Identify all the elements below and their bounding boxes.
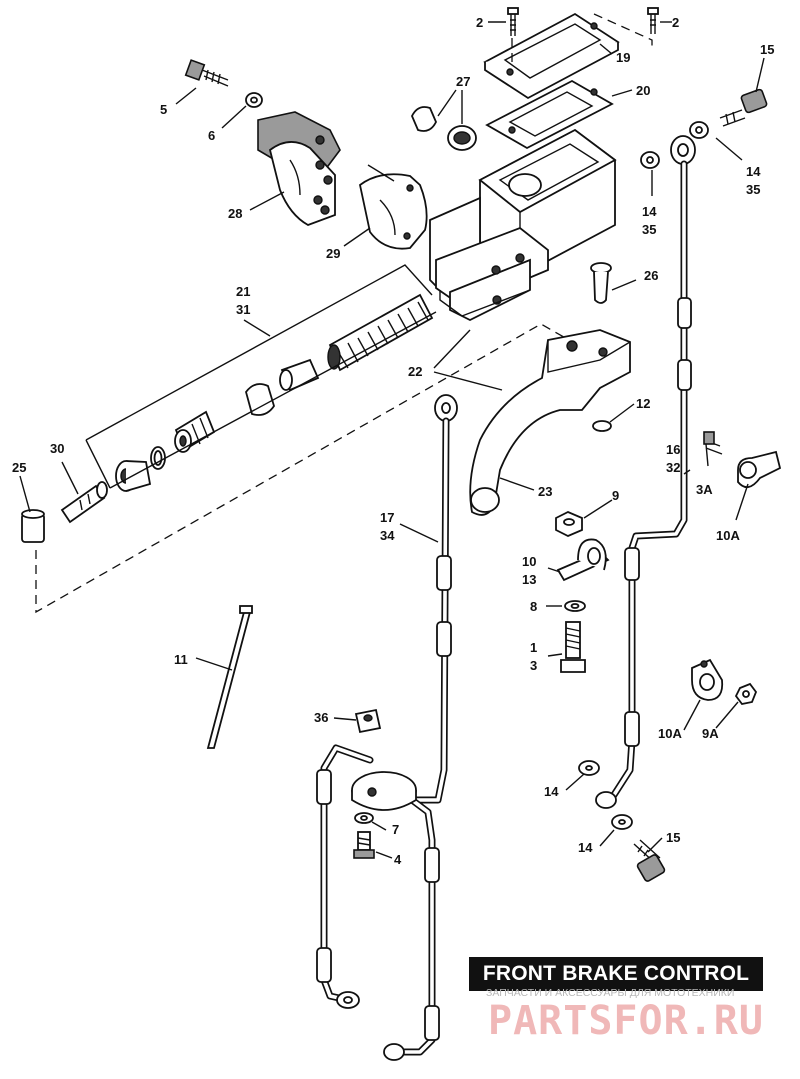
cover-screw-right <box>647 7 659 34</box>
callout-20: 20 <box>636 83 650 98</box>
callout-12: 12 <box>636 396 650 411</box>
secondary-cup <box>174 410 216 453</box>
center-bolt <box>560 621 586 673</box>
callout-2b: 2 <box>672 15 679 30</box>
callout-8: 8 <box>530 599 537 614</box>
hose-clip-top <box>703 431 782 488</box>
callout-15b: 15 <box>666 830 680 845</box>
callout-23: 23 <box>538 484 552 499</box>
brake-hose-left <box>408 394 458 804</box>
junction-washer-and-screw <box>353 812 375 859</box>
callout-13: 13 <box>522 572 536 587</box>
callout-3A: 3A <box>696 482 713 497</box>
piston-stop <box>115 460 152 492</box>
reservoir-cover <box>483 12 620 100</box>
sight-plug <box>411 106 477 151</box>
retaining-ring <box>592 420 612 432</box>
clip-nut <box>734 682 758 705</box>
callout-3: 3 <box>530 658 537 673</box>
center-washer <box>564 600 586 612</box>
callout-25: 25 <box>12 460 26 475</box>
clamp-screw <box>184 59 229 87</box>
callout-5: 5 <box>160 102 167 117</box>
callout-36: 36 <box>314 710 328 725</box>
primary-cup <box>245 383 275 416</box>
callout-7: 7 <box>392 822 399 837</box>
brake-lever <box>469 329 631 516</box>
dust-cap <box>21 509 45 543</box>
cover-screw-left <box>507 7 519 36</box>
callout-22: 22 <box>408 364 422 379</box>
callout-35b: 35 <box>642 222 656 237</box>
callout-29: 29 <box>326 246 340 261</box>
callout-17: 17 <box>380 510 394 525</box>
brake-hose-upper <box>595 135 696 809</box>
callout-26: 26 <box>644 268 658 283</box>
pushrod-pivot <box>60 481 108 524</box>
handlebar-clamp <box>257 111 341 226</box>
callout-32: 32 <box>666 460 680 475</box>
piston-spring <box>327 293 434 372</box>
callout-34: 34 <box>380 528 395 543</box>
callout-14d: 14 <box>578 840 593 855</box>
lower-washer-1 <box>578 760 600 776</box>
callout-30: 30 <box>50 441 64 456</box>
master-cylinder-body <box>429 128 617 322</box>
callout-21: 21 <box>236 284 250 299</box>
callout-10A-lower: 10A <box>658 726 682 741</box>
callout-9A: 9A <box>702 726 719 741</box>
o-ring <box>150 446 166 470</box>
callout-1: 1 <box>530 640 537 655</box>
watermark-tagline: ЗАПЧАСТИ И АКСЕССУАРЫ ДЛЯ МОТОТЕХНИКИ <box>486 987 735 999</box>
callout-labels: 2 2 19 20 15 5 6 27 28 29 14 35 14 35 26… <box>12 15 774 867</box>
callout-14b: 14 <box>642 204 657 219</box>
center-clip <box>556 538 610 582</box>
lever-pivot-pin <box>590 262 612 304</box>
watermark-logo: PARTSFOR.RU <box>488 998 764 1044</box>
callout-27: 27 <box>456 74 470 89</box>
diagram-title-banner: FRONT BRAKE CONTROL <box>469 957 763 991</box>
hose-clip-lower <box>691 658 724 701</box>
callout-14a: 14 <box>746 164 761 179</box>
callout-31: 31 <box>236 302 250 317</box>
callout-35a: 35 <box>746 182 760 197</box>
callout-19: 19 <box>616 50 630 65</box>
lower-banjo-bolt <box>633 839 666 882</box>
banjo-bolt-top <box>719 88 768 127</box>
clamp-washer <box>245 92 263 108</box>
diagram-title: FRONT BRAKE CONTROL <box>482 962 750 985</box>
cable-tie <box>206 605 253 749</box>
reservoir-gasket <box>485 79 614 150</box>
callout-10: 10 <box>522 554 536 569</box>
callout-15a: 15 <box>760 42 774 57</box>
callout-9: 9 <box>612 488 619 503</box>
callout-16: 16 <box>666 442 680 457</box>
leader-lines <box>19 21 765 859</box>
lever-nut <box>555 511 583 537</box>
piston <box>279 358 320 392</box>
clamp-half <box>358 173 428 250</box>
callout-10A-top: 10A <box>716 528 740 543</box>
lower-washer-2 <box>611 814 633 830</box>
callout-11: 11 <box>174 652 188 667</box>
banjo-washer-2 <box>640 151 660 169</box>
brake-junction <box>316 744 440 1061</box>
callout-14c: 14 <box>544 784 559 799</box>
callout-2a: 2 <box>476 15 483 30</box>
callout-6: 6 <box>208 128 215 143</box>
callout-4: 4 <box>394 852 402 867</box>
callout-28: 28 <box>228 206 242 221</box>
banjo-washer-1 <box>689 121 709 139</box>
junction-spacer <box>354 708 382 734</box>
